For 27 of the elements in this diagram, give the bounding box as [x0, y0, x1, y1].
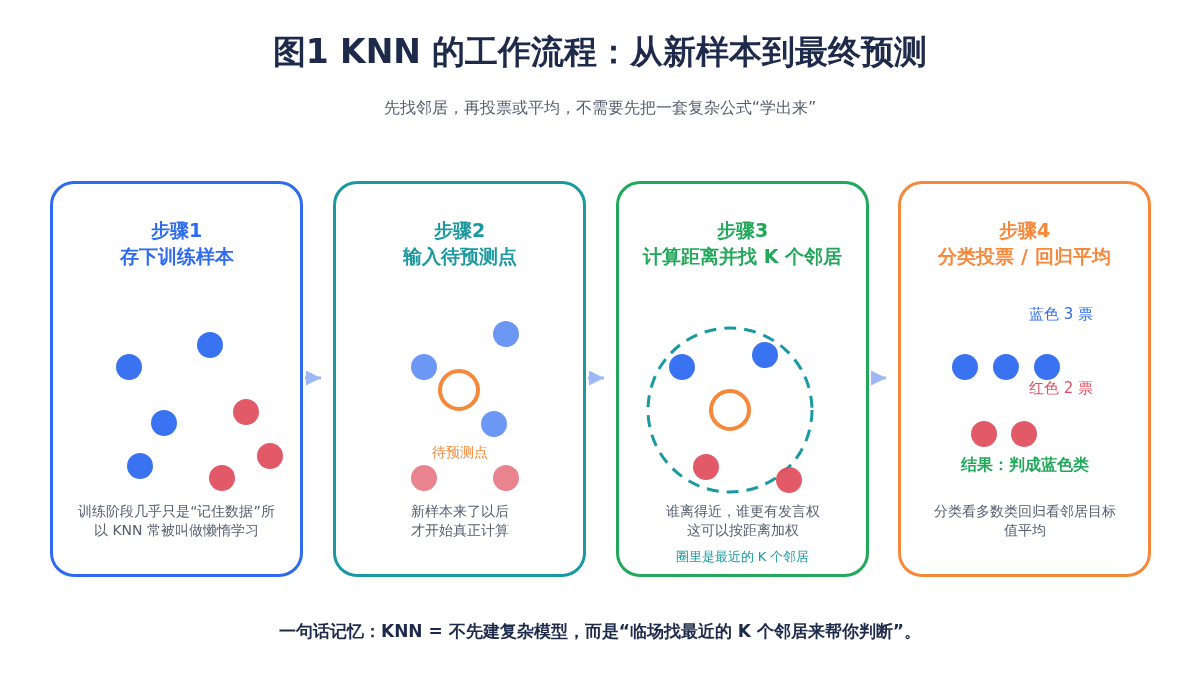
description-text: 圈里是最近的 K 个邻居: [674, 548, 811, 566]
step-card: [50, 181, 303, 577]
step-card: [898, 181, 1151, 577]
annotation-text: 红色 2 票: [1028, 378, 1094, 399]
description-text: 分类看多数类回归看邻居目标值平均: [932, 502, 1117, 540]
annotation-text: 谁离得近，谁更有发言权这可以按距离加权: [664, 502, 821, 540]
step-card: [333, 181, 586, 577]
step-number: 步骤4: [997, 218, 1052, 243]
step-card: [616, 181, 869, 577]
annotation-text: 待预测点: [430, 443, 489, 462]
step-number: 步骤2: [432, 218, 487, 243]
subtitle: 先找邻居，再投票或平均，不需要先把一套复杂公式“学出来”: [382, 98, 818, 119]
arrow: [588, 370, 604, 386]
annotation-text: 结果：判成蓝色类: [959, 454, 1090, 476]
title: 图1 KNN 的工作流程：从新样本到最终预测: [271, 31, 929, 73]
caption: 一句话记忆：KNN = 不先建复杂模型，而是“临场找最近的 K 个邻居来帮你判断”。: [277, 620, 923, 643]
description-text: 新样本来了以后才开始真正计算: [409, 502, 510, 540]
step-number: 步骤3: [715, 218, 770, 243]
step-number: 步骤1: [149, 218, 204, 243]
step-title: 计算距离并找 K 个邻居: [641, 244, 843, 269]
arrow: [305, 370, 321, 386]
annotation-text: 蓝色 3 票: [1028, 304, 1094, 325]
step-title: 分类投票 / 回归平均: [937, 244, 1112, 269]
arrow: [871, 370, 886, 386]
description-text: 训练阶段几乎只是“记住数据”所以 KNN 常被叫做懒惰学习: [77, 502, 276, 540]
step-title: 输入待预测点: [401, 244, 518, 269]
step-title: 存下训练样本: [118, 244, 235, 269]
